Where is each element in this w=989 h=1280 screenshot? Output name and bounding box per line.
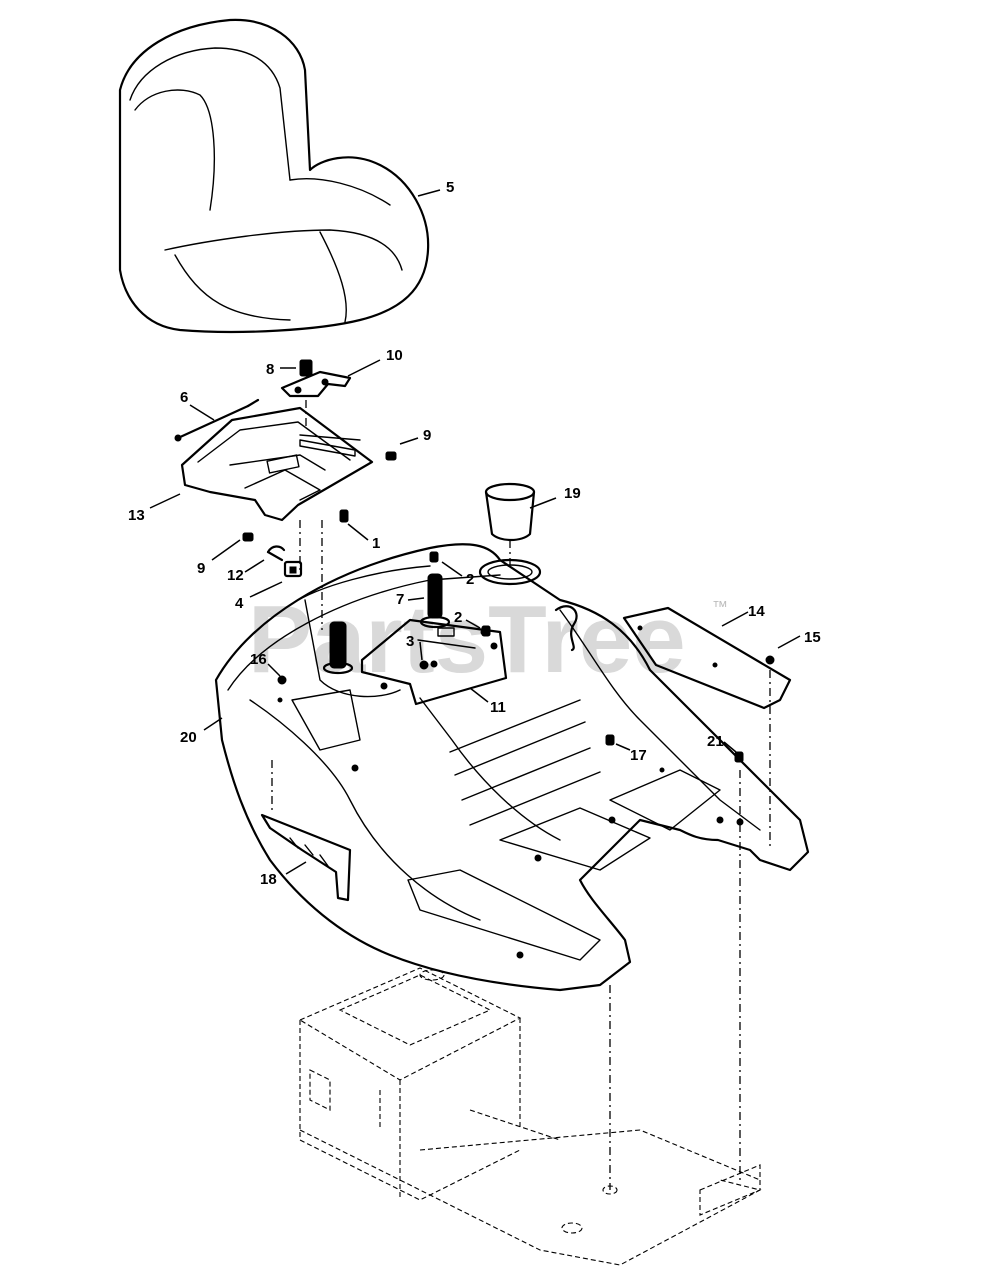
- fender-pan: [214, 543, 810, 992]
- chassis-frame: [298, 967, 762, 1266]
- callout-1: 1: [372, 535, 380, 552]
- callout-9-upper: 9: [423, 427, 431, 444]
- seat-rod: [174, 398, 260, 442]
- watermark: PartsTree: [248, 586, 686, 693]
- callout-18: 19: [564, 485, 581, 502]
- callout-10: 10: [386, 347, 403, 364]
- callout-5: 5: [446, 179, 454, 196]
- alignment-lines: [271, 400, 771, 1190]
- callout-13: 13: [128, 507, 145, 524]
- callout-9-lower: 9: [197, 560, 205, 577]
- callout-19: 20: [180, 729, 197, 746]
- callout-7: 7: [396, 591, 404, 608]
- callout-2-upper: 2: [466, 571, 474, 588]
- callout-16: 16: [250, 651, 267, 668]
- screw-2a: [429, 551, 439, 563]
- callout-4: 4: [235, 595, 244, 612]
- callout-6: 6: [180, 389, 188, 406]
- callout-14: 14: [748, 603, 765, 620]
- seat-spring-small: [299, 359, 313, 377]
- callout-12: 12: [227, 567, 244, 584]
- spring-right: [419, 573, 451, 629]
- callout-8: 8: [266, 361, 274, 378]
- cup-holder: [478, 482, 542, 586]
- step-plate: [622, 606, 792, 710]
- seat-nut: [283, 560, 303, 578]
- leader-lines: [149, 189, 801, 875]
- screw-15: [765, 655, 775, 665]
- callout-20: 18: [260, 871, 277, 888]
- latch-hook: [554, 605, 578, 652]
- screw-3: [419, 660, 429, 670]
- callout-2-lower: 2: [454, 609, 462, 626]
- screw-17: [605, 734, 615, 746]
- seat-bracket: [280, 370, 352, 398]
- screw-2b: [481, 625, 491, 637]
- bolt-1: [339, 509, 349, 523]
- callouts: 5 8 10 6 9 13 19 1 9 12 4 2 7 2 3 11 16 …: [128, 179, 821, 888]
- callout-15: 15: [804, 629, 821, 646]
- trademark-symbol: ™: [712, 599, 728, 616]
- seat: [118, 18, 430, 334]
- height-adjust-bracket: [260, 813, 352, 902]
- bolt-9b: [242, 532, 254, 542]
- callout-17: 17: [630, 747, 647, 764]
- seat-clip: [266, 545, 286, 562]
- seat-pan: [180, 406, 374, 522]
- spring-left: [322, 621, 354, 675]
- callout-11: 11: [490, 699, 506, 716]
- screw-21: [734, 751, 744, 763]
- bolt-9a: [385, 451, 397, 461]
- callout-3: 3: [406, 633, 414, 650]
- screw-16: [277, 675, 287, 685]
- callout-21: 21: [707, 733, 724, 750]
